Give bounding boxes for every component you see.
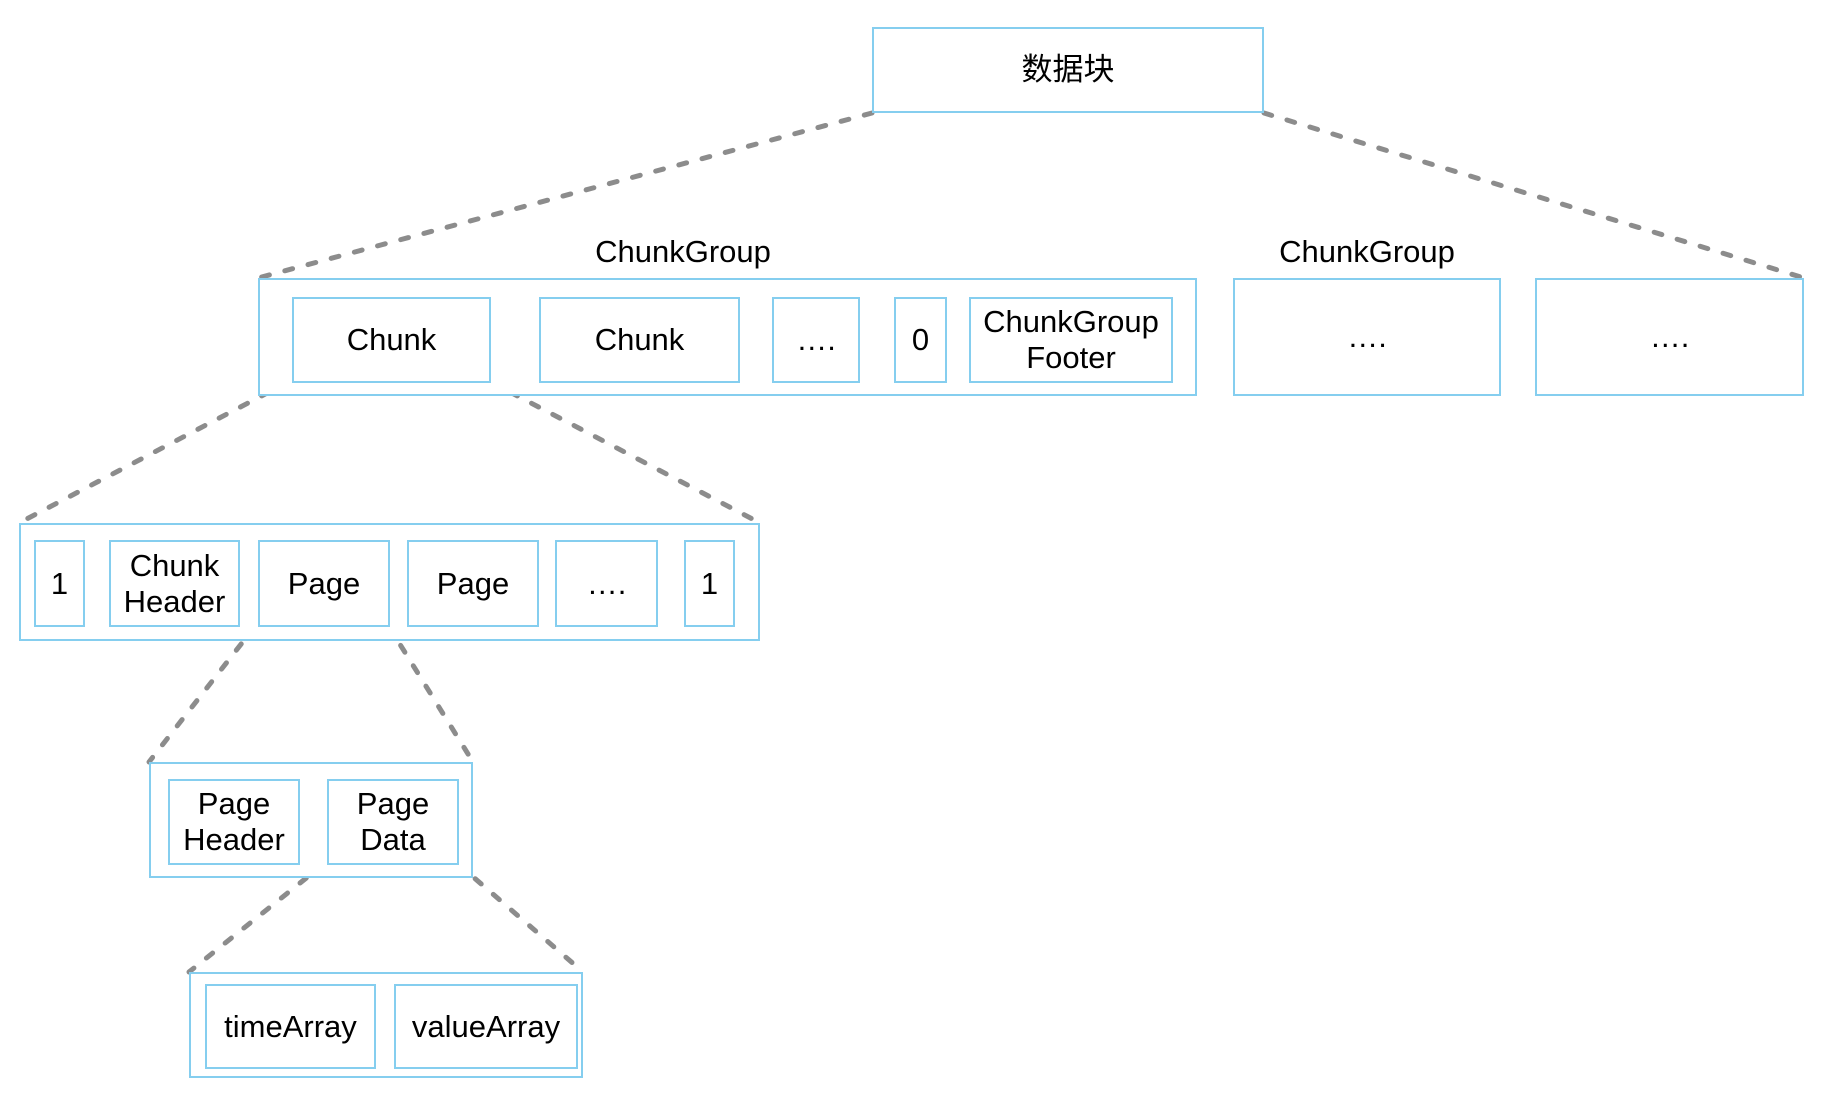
cell-value-array: valueArray	[394, 984, 578, 1069]
cell-page-data: Page Data	[327, 779, 459, 865]
cell-chunk-2-label: Chunk	[594, 322, 685, 358]
node-data-block-label: 数据块	[1021, 52, 1115, 88]
node-pagedata-detail: timeArray valueArray	[189, 972, 583, 1078]
cell-chunk-header: Chunk Header	[109, 540, 240, 627]
node-chunkgroup-3: ….	[1535, 278, 1804, 396]
cell-chunkgroup-footer-label: ChunkGroup Footer	[983, 304, 1159, 375]
cell-time-array: timeArray	[205, 984, 376, 1069]
cell-value-array-label: valueArray	[411, 1008, 561, 1044]
cell-chunkgroup-footer: ChunkGroup Footer	[969, 297, 1173, 383]
connector-chunk-to-detail-right	[486, 378, 763, 526]
cell-page-ellipsis-label: ….	[586, 565, 627, 601]
node-chunk-detail: 1 Chunk Header Page Page …. 1	[19, 523, 760, 641]
connector-pagedata-to-arrays-left	[186, 860, 328, 975]
cell-one-left: 1	[34, 540, 85, 627]
cell-chunk-2: Chunk	[539, 297, 740, 383]
connector-page-to-pagedetail-left	[146, 622, 259, 765]
cell-page-1-label: Page	[287, 565, 361, 601]
cell-chunk-1-label: Chunk	[346, 322, 437, 358]
cell-zero: 0	[894, 297, 947, 383]
cell-page-1: Page	[258, 540, 390, 627]
label-chunkgroup-2: ChunkGroup	[1279, 234, 1455, 269]
cell-chunk-header-label: Chunk Header	[123, 547, 226, 619]
cell-one-right: 1	[684, 540, 735, 627]
cell-zero-label: 0	[911, 322, 930, 358]
connector-root-to-chunkgroup1	[255, 110, 875, 281]
cell-page-data-label: Page Data	[356, 786, 430, 857]
cell-chunk-1: Chunk	[292, 297, 491, 383]
node-chunkgroup-3-label: ….	[1649, 319, 1690, 355]
connector-pagedata-to-arrays-right	[454, 860, 586, 975]
cell-chunk-ellipsis: ….	[772, 297, 860, 383]
node-chunkgroup-2: ….	[1233, 278, 1501, 396]
cell-chunk-ellipsis-label: ….	[796, 322, 836, 358]
cell-page-header: Page Header	[168, 779, 300, 865]
node-data-block: 数据块	[872, 27, 1264, 113]
cell-time-array-label: timeArray	[224, 1008, 357, 1044]
cell-page-ellipsis: ….	[555, 540, 658, 627]
node-chunkgroup-1: Chunk Chunk …. 0 ChunkGroup Footer	[258, 278, 1197, 396]
cell-one-right-label: 1	[700, 565, 719, 601]
cell-page-2: Page	[407, 540, 539, 627]
label-chunkgroup-1: ChunkGroup	[595, 234, 771, 269]
connector-page-to-pagedetail-right	[385, 622, 476, 765]
cell-page-header-label: Page Header	[183, 786, 285, 857]
node-page-detail: Page Header Page Data	[149, 762, 473, 878]
cell-one-left-label: 1	[50, 565, 69, 601]
connector-chunk-to-detail-left	[16, 378, 293, 526]
node-chunkgroup-2-label: ….	[1347, 319, 1387, 355]
cell-page-2-label: Page	[436, 565, 510, 601]
